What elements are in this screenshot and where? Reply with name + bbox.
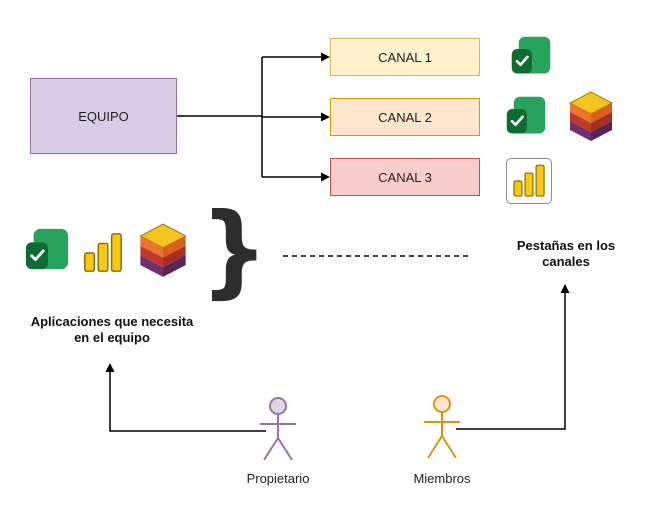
power-bi-icon — [506, 158, 552, 204]
channel-box-1: CANAL 1 — [330, 38, 480, 76]
planner-icon — [505, 94, 547, 138]
channel-arrowheads — [321, 52, 330, 182]
channel-box-2: CANAL 2 — [330, 98, 480, 136]
members-arrow — [456, 284, 570, 430]
channel-3-label: CANAL 3 — [378, 169, 432, 185]
tabs-caption: Pestañas en los canales — [516, 238, 616, 270]
channel-box-3: CANAL 3 — [330, 158, 480, 196]
apps-caption: Aplicaciones que necesita en el equipo — [30, 314, 194, 346]
app-cube-icon — [136, 222, 190, 278]
members-label: Miembros — [413, 471, 471, 486]
planner-icon — [24, 226, 70, 274]
owner-label: Propietario — [246, 471, 310, 486]
members-stick-figure — [420, 394, 464, 462]
owner-arrow — [105, 363, 266, 432]
channel-2-label: CANAL 2 — [378, 109, 432, 125]
curly-brace: } — [200, 191, 269, 309]
app-cube-icon — [566, 90, 616, 142]
team-box: EQUIPO — [30, 78, 177, 154]
team-to-channels-connector — [177, 56, 321, 178]
power-bi-icon — [80, 230, 126, 276]
team-label: EQUIPO — [78, 108, 129, 124]
owner-stick-figure — [256, 396, 300, 464]
channel-1-label: CANAL 1 — [378, 49, 432, 65]
planner-icon — [510, 34, 552, 78]
